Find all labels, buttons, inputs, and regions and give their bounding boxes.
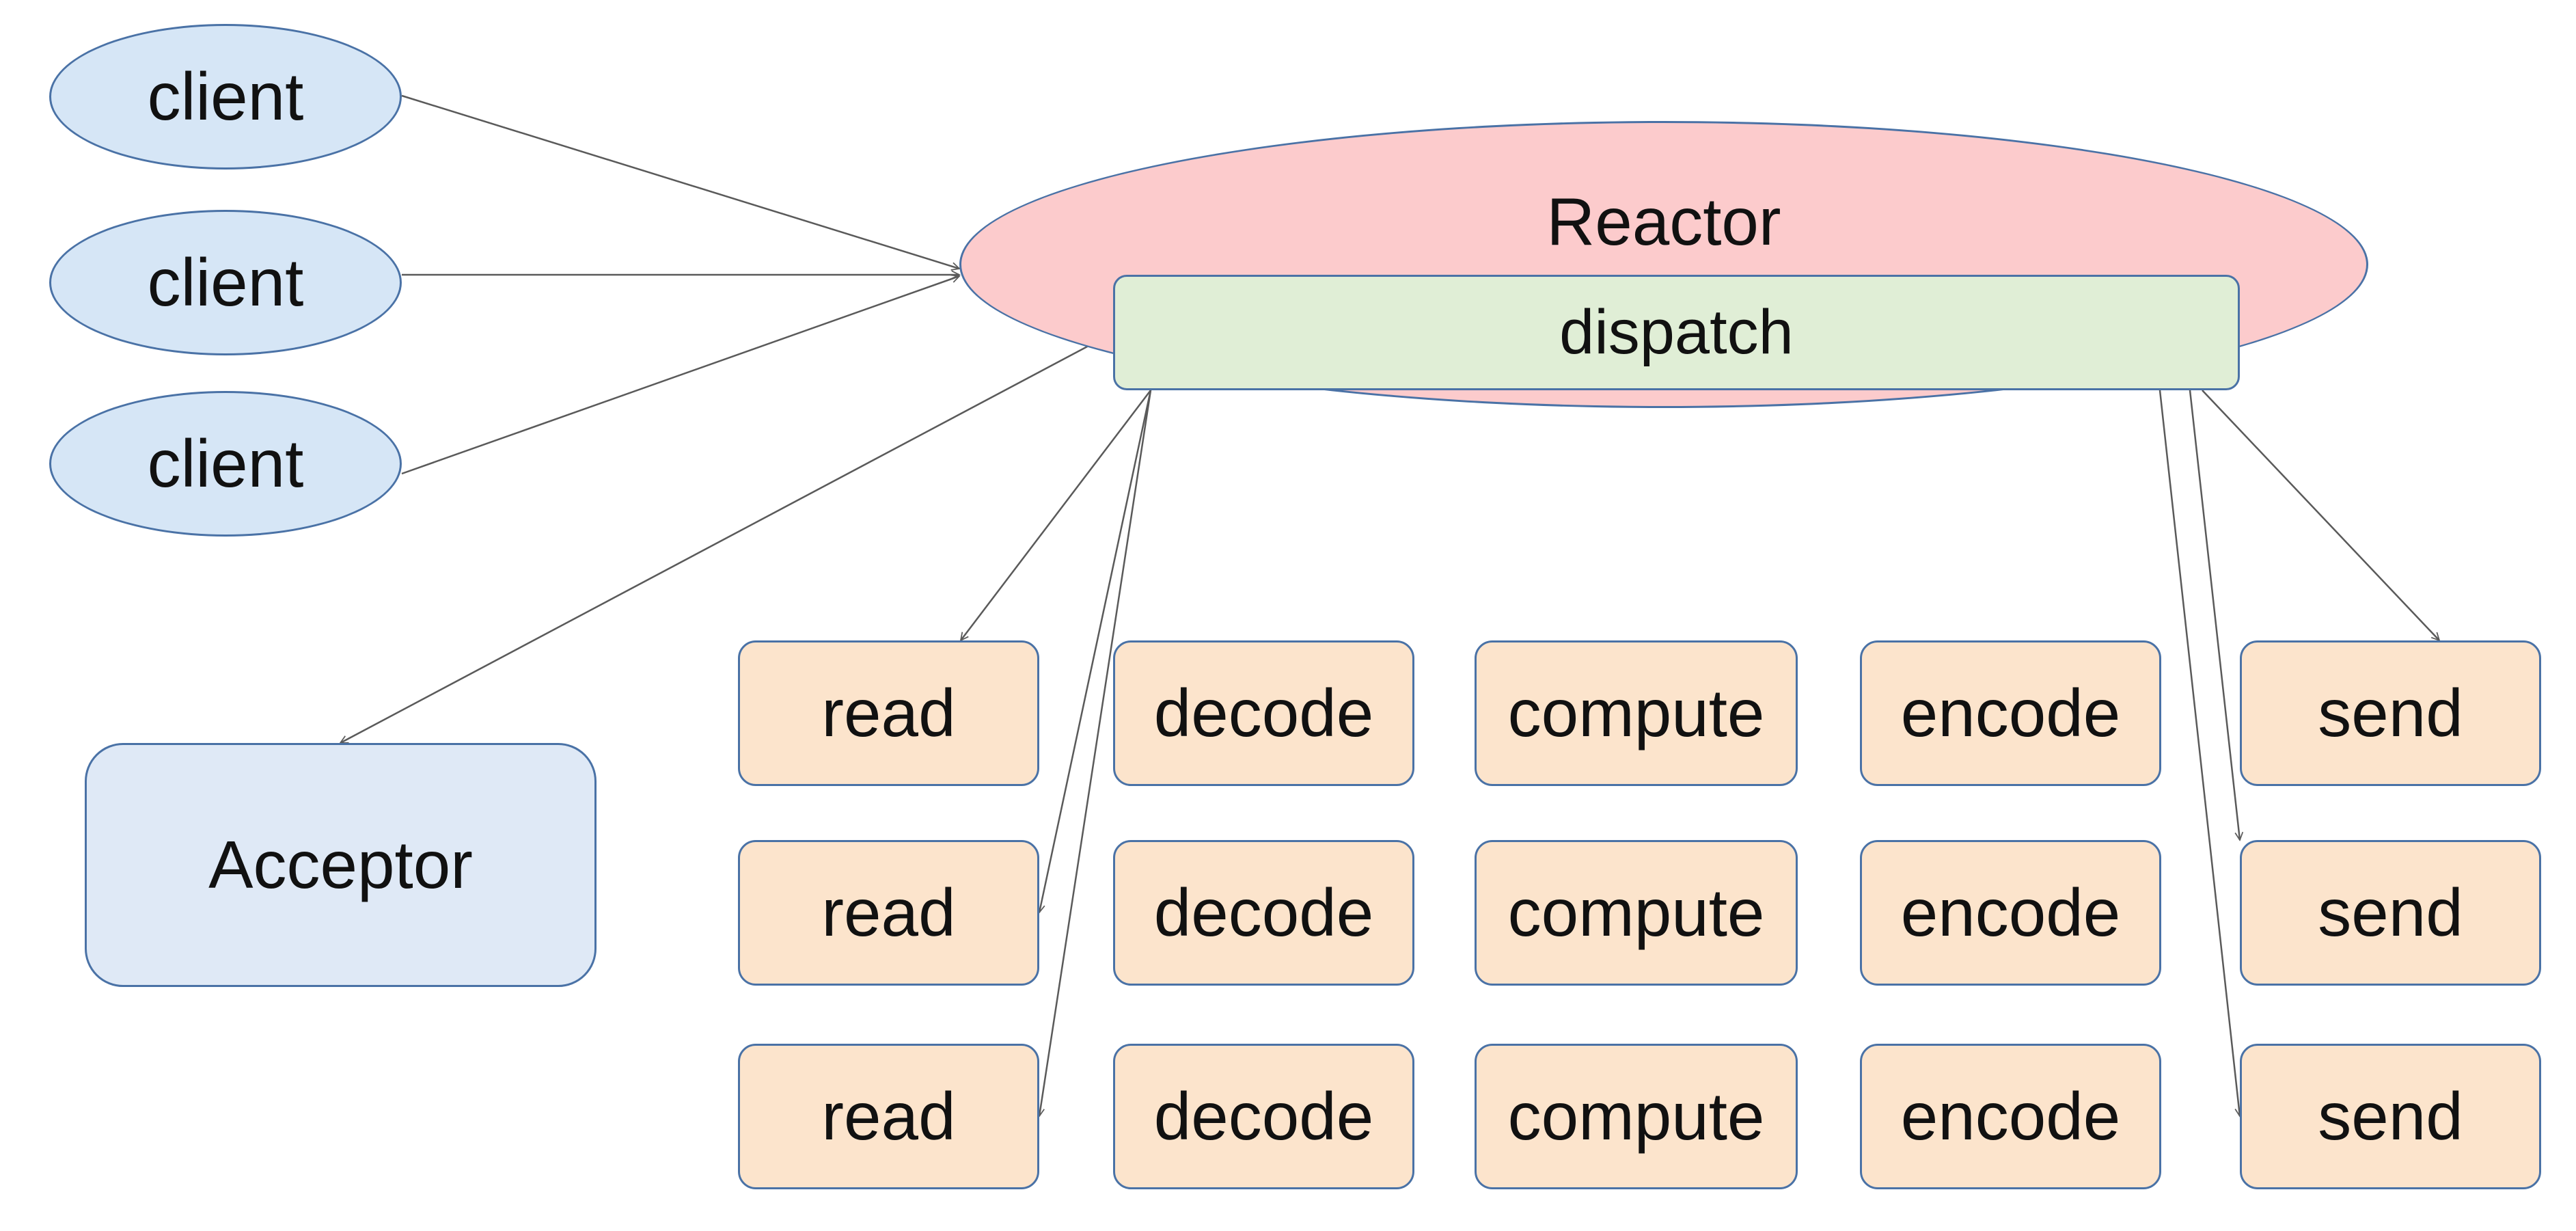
client-label: client: [147, 59, 304, 134]
compute-label: compute: [1507, 1079, 1765, 1154]
read-node-1: read: [738, 640, 1039, 786]
encode-label: encode: [1900, 1079, 2121, 1154]
encode-node-2: encode: [1860, 840, 2161, 986]
encode-label: encode: [1900, 875, 2121, 950]
encode-node-3: encode: [1860, 1044, 2161, 1189]
edge-dispatch-to-send-3: [2159, 390, 2240, 1116]
edge-dispatch-to-send-2: [2189, 390, 2240, 840]
read-label: read: [821, 875, 956, 950]
decode-label: decode: [1153, 1079, 1374, 1154]
decode-node-2: decode: [1113, 840, 1414, 986]
dispatch-label: dispatch: [1559, 297, 1794, 367]
send-node-3: send: [2240, 1044, 2541, 1189]
edge-client-3-to-reactor: [401, 276, 959, 475]
decode-label: decode: [1153, 875, 1374, 950]
client-label: client: [147, 426, 304, 501]
edge-dispatch-to-read-1: [961, 390, 1151, 640]
compute-node-2: compute: [1475, 840, 1798, 986]
encode-node-1: encode: [1860, 640, 2161, 786]
send-label: send: [2318, 875, 2463, 950]
send-node-1: send: [2240, 640, 2541, 786]
compute-label: compute: [1507, 675, 1765, 750]
client-node-2: client: [49, 210, 402, 355]
read-label: read: [821, 675, 956, 750]
compute-label: compute: [1507, 875, 1765, 950]
acceptor-label: Acceptor: [208, 827, 473, 902]
client-node-1: client: [49, 24, 402, 170]
send-label: send: [2318, 1079, 2463, 1154]
read-label: read: [821, 1079, 956, 1154]
client-node-3: client: [49, 391, 402, 537]
decode-node-3: decode: [1113, 1044, 1414, 1189]
read-node-2: read: [738, 840, 1039, 986]
client-label: client: [147, 245, 304, 320]
compute-node-1: compute: [1475, 640, 1798, 786]
acceptor-node: Acceptor: [85, 743, 597, 987]
send-node-2: send: [2240, 840, 2541, 986]
read-node-3: read: [738, 1044, 1039, 1189]
edge-dispatch-to-send-1: [2202, 390, 2439, 640]
decode-node-1: decode: [1113, 640, 1414, 786]
dispatch-node: dispatch: [1113, 275, 2240, 390]
edge-client-1-to-reactor: [401, 94, 959, 269]
send-label: send: [2318, 675, 2463, 750]
reactor-label: Reactor: [1546, 184, 1781, 259]
decode-label: decode: [1153, 675, 1374, 750]
compute-node-3: compute: [1475, 1044, 1798, 1189]
encode-label: encode: [1900, 675, 2121, 750]
